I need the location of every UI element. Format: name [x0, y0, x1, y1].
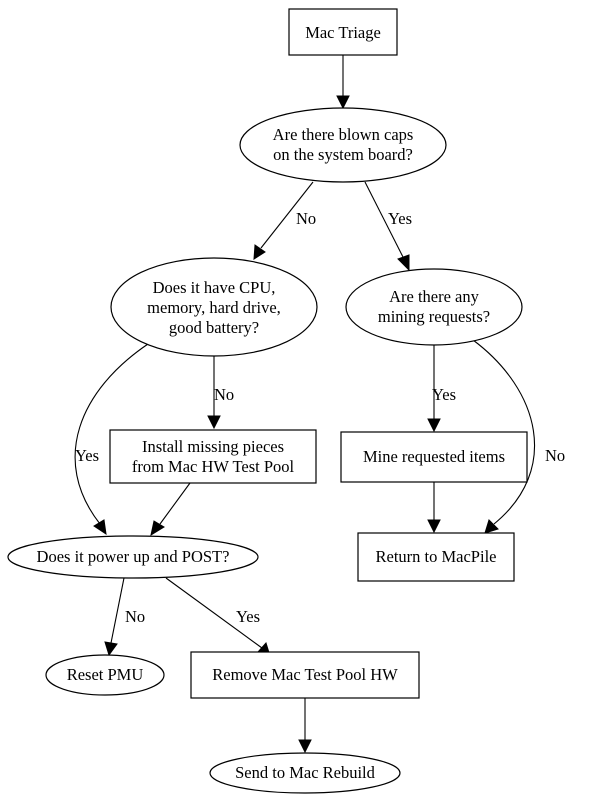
edge-label-mining-no: No	[545, 446, 565, 465]
node-send-rebuild: Send to Mac Rebuild	[209, 752, 401, 794]
edge-label-caps-no: No	[296, 209, 316, 228]
node-blown-caps: Are there blown caps on the system board…	[239, 107, 447, 183]
node-power-up: Does it power up and POST?	[7, 535, 259, 579]
node-remove-hw: Remove Mac Test Pool HW	[190, 651, 420, 699]
edge-power-to-reset	[104, 577, 125, 657]
svg-text:mining requests?: mining requests?	[378, 307, 490, 326]
svg-text:Mine requested items: Mine requested items	[363, 447, 505, 466]
node-install-missing: Install missing pieces from Mac HW Test …	[109, 429, 317, 484]
edge-caps-to-mining	[364, 181, 410, 272]
edge-label-cpu-yes: Yes	[75, 446, 99, 465]
edge-mine-to-return	[427, 482, 441, 534]
svg-text:good battery?: good battery?	[169, 318, 259, 337]
edge-cpu-to-install	[207, 356, 221, 430]
svg-text:Mac Triage: Mac Triage	[305, 23, 381, 42]
node-mining-requests: Are there any mining requests?	[345, 268, 523, 346]
svg-text:on the system board?: on the system board?	[273, 145, 413, 164]
edge-label-caps-yes: Yes	[388, 209, 412, 228]
svg-text:Return to MacPile: Return to MacPile	[376, 547, 497, 566]
node-mine-items: Mine requested items	[340, 431, 528, 483]
edge-label-power-no: No	[125, 607, 145, 626]
edge-mining-to-mine	[427, 345, 441, 433]
edge-cpu-to-power	[74, 343, 149, 536]
edge-label-mining-yes: Yes	[432, 385, 456, 404]
edge-remove-to-rebuild	[298, 698, 312, 754]
svg-text:Does it power up and POST?: Does it power up and POST?	[37, 547, 230, 566]
svg-text:Does it have CPU,: Does it have CPU,	[153, 278, 276, 297]
edge-install-to-power	[150, 482, 191, 537]
svg-text:from Mac HW Test Pool: from Mac HW Test Pool	[132, 457, 295, 476]
svg-text:memory, hard drive,: memory, hard drive,	[147, 298, 281, 317]
edge-triage-to-caps	[336, 55, 350, 110]
svg-text:Send to Mac Rebuild: Send to Mac Rebuild	[235, 763, 376, 782]
svg-text:Are there blown caps: Are there blown caps	[273, 125, 414, 144]
node-return-macpile: Return to MacPile	[357, 532, 515, 582]
edge-caps-to-cpu	[253, 181, 314, 260]
node-cpu-memory: Does it have CPU, memory, hard drive, go…	[110, 257, 318, 357]
node-mac-triage: Mac Triage	[288, 8, 398, 56]
node-reset-pmu: Reset PMU	[45, 654, 165, 696]
svg-text:Remove Mac Test Pool HW: Remove Mac Test Pool HW	[212, 665, 398, 684]
edge-label-cpu-no: No	[214, 385, 234, 404]
svg-text:Reset PMU: Reset PMU	[67, 665, 144, 684]
edge-label-power-yes: Yes	[236, 607, 260, 626]
svg-text:Install missing pieces: Install missing pieces	[142, 437, 284, 456]
svg-text:Are there any: Are there any	[389, 287, 480, 306]
edge-mining-to-return	[472, 339, 536, 534]
